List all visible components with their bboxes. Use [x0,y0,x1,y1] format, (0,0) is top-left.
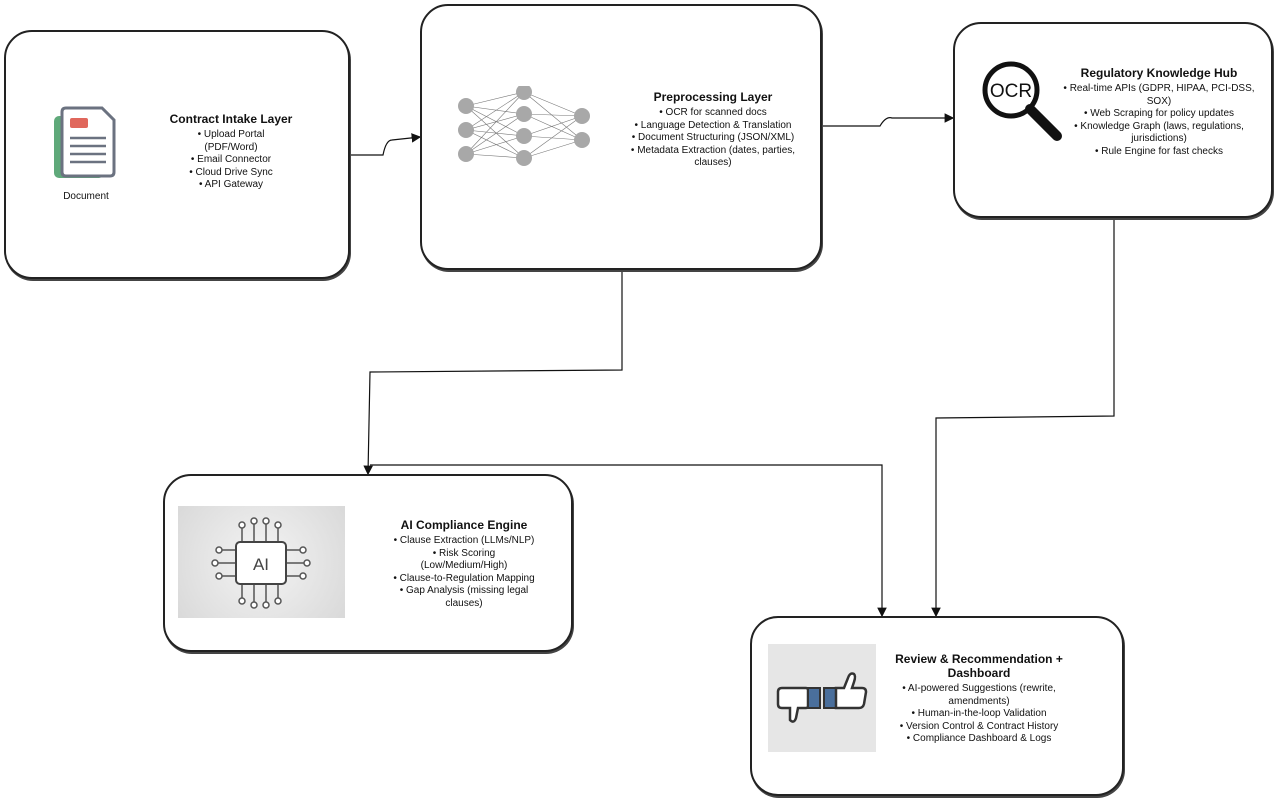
arrow-preprocessing-to-regulatory [822,113,955,127]
arrow-regulatory-to-review [931,218,1115,618]
bullet-line: • Clause-to-Regulation Mapping [393,572,535,584]
bullet-line: • Compliance Dashboard & Logs [906,733,1052,744]
review-recommendation-node: Review & Recommendation + Dashboard • AI… [750,616,1124,796]
bullet-line: amendments) [948,695,1010,707]
bullet-line: • Language Detection & Translation [634,119,792,131]
bullet-line: SOX) [1146,95,1172,107]
regulatory-hub-node: OCR Regulatory Knowledge Hub • Real-time… [953,22,1273,218]
preprocessing-node: Preprocessing Layer • OCR for scanned do… [420,4,822,270]
bullet-line: (PDF/Word) [204,141,258,153]
bullet-line: • Gap Analysis (missing legal [399,585,529,596]
contract-intake-node: Document Contract Intake Layer • Upload … [4,30,350,279]
arrow-ai-engine-to-review [370,464,887,618]
document-icon-label: Document [63,191,109,202]
bullet-line: • Document Structuring (JSON/XML) [631,132,795,143]
bullet-line: (Low/Medium/High) [420,560,508,571]
ocr-text: OCR [990,81,1032,102]
node-title: Review & Recommendation + [895,652,1063,666]
bullet-line: • Knowledge Graph (laws, regulations, [1074,120,1244,132]
node-title: Regulatory Knowledge Hub [1080,66,1238,80]
arrow-preprocessing-to-ai-engine [363,270,623,476]
ai-compliance-engine-node: AI AI Compliance Engine • Clause Extract… [163,474,573,652]
bullet-line: jurisdictions) [1131,133,1187,144]
bullet-line: • Rule Engine for fast checks [1094,145,1223,157]
bullet-line: • Risk Scoring [432,547,496,559]
node-title: Contract Intake Layer [169,112,293,126]
bullet-line: • OCR for scanned docs [659,107,767,118]
bullet-line: • Clause Extraction (LLMs/NLP) [393,535,535,546]
bullet-line: • Human-in-the-loop Validation [911,708,1047,719]
bullet-line: • Version Control & Contract History [899,720,1059,732]
thumbs-down-up-icon [768,644,876,752]
bullet-line: clauses) [694,157,732,168]
node-title: Preprocessing Layer [653,90,773,104]
bullet-line: • Web Scraping for policy updates [1083,108,1235,119]
ai-chip-icon: AI [178,506,345,618]
bullet-line: • Upload Portal [197,129,265,140]
bullet-line: • AI-powered Suggestions (rewrite, [902,683,1056,694]
bullet-line: • API Gateway [198,179,264,190]
ai-chip-text: AI [253,555,269,574]
bullet-line: • Cloud Drive Sync [189,166,273,178]
bullet-line: clauses) [445,597,483,609]
document-icon: Document [50,106,122,202]
bullet-line: • Metadata Extraction (dates, parties, [630,144,796,156]
bullet-line: • Real-time APIs (GDPR, HIPAA, PCI-DSS, [1063,83,1255,94]
node-title-line2: Dashboard [947,666,1011,680]
node-title: AI Compliance Engine [400,518,528,532]
bullet-line: • Email Connector [190,154,272,165]
ocr-magnifier-icon: OCR [979,60,1065,151]
neural-network-icon [454,84,594,171]
arrow-intake-to-preprocessing [350,133,422,156]
